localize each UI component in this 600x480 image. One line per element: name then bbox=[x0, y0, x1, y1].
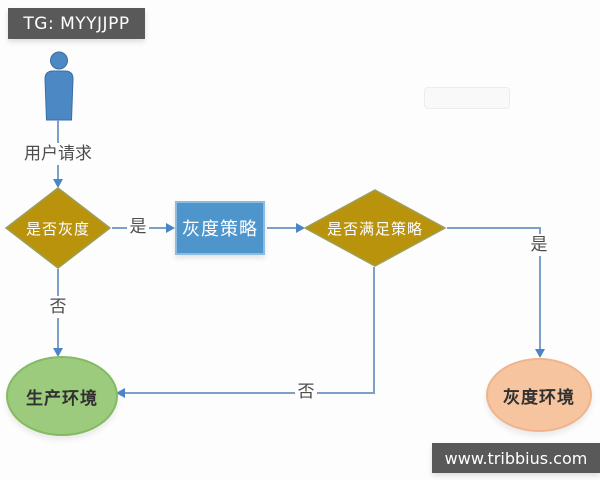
arrowhead-right-icon bbox=[296, 223, 305, 233]
person-icon bbox=[44, 51, 74, 121]
connector-decision2-right bbox=[447, 227, 541, 229]
connector-process-to-decision2 bbox=[267, 227, 298, 229]
arrowhead-down-icon bbox=[53, 179, 63, 188]
tg-badge: TG: MYYJJPP bbox=[8, 8, 145, 39]
connector-left-to-production bbox=[124, 392, 375, 394]
yes-label-2: 是 bbox=[528, 234, 550, 256]
arrowhead-left-icon bbox=[116, 388, 125, 398]
person-head-shape bbox=[50, 51, 68, 70]
decision-meets-strategy-shape bbox=[303, 189, 447, 267]
arrowhead-down-icon bbox=[53, 348, 63, 357]
node-production-env: 生产环境 bbox=[6, 356, 118, 436]
no-label-1: 否 bbox=[47, 296, 69, 318]
watermark bbox=[424, 87, 510, 109]
decision-meets-strategy-diamond bbox=[303, 189, 447, 267]
person-body-shape bbox=[44, 70, 74, 121]
connector-decision2-down bbox=[373, 267, 375, 394]
node-gray-env: 灰度环境 bbox=[486, 358, 592, 432]
decision-is-gray-diamond bbox=[4, 187, 112, 269]
site-banner: www.tribbius.com bbox=[432, 443, 600, 473]
decision-is-gray-shape bbox=[4, 187, 112, 269]
arrowhead-right-icon bbox=[166, 223, 175, 233]
yes-label-1: 是 bbox=[127, 215, 149, 239]
connector-down-to-gray-env bbox=[539, 227, 541, 349]
no-label-2: 否 bbox=[295, 381, 317, 403]
process-gray-strategy: 灰度策略 bbox=[175, 201, 265, 255]
user-request-label: 用户请求 bbox=[18, 143, 98, 165]
arrowhead-down-icon bbox=[535, 349, 545, 358]
